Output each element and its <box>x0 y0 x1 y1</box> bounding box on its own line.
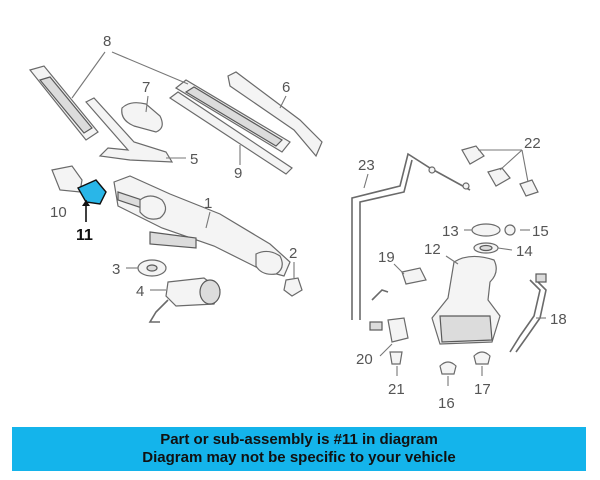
callout-11: 11 <box>76 227 93 244</box>
callout-3: 3 <box>112 261 120 278</box>
wiper-motor <box>148 277 221 323</box>
banner-line-1: Part or sub-assembly is #11 in diagram <box>160 431 438 448</box>
callout-5: 5 <box>190 151 198 168</box>
callout-6: 6 <box>282 79 290 96</box>
wiper-blade-left <box>28 65 99 141</box>
info-banner: Part or sub-assembly is #11 in diagram D… <box>12 427 586 471</box>
callout-20: 20 <box>356 351 373 368</box>
callout-10: 10 <box>50 204 67 221</box>
wiper-blade-right <box>174 79 291 153</box>
part-19-connector <box>401 267 427 285</box>
callout-17: 17 <box>474 381 491 398</box>
reservoir-cap <box>471 223 501 237</box>
callout-8-leaders <box>71 51 189 99</box>
callout-9: 9 <box>234 165 242 182</box>
wiper-blade-lower <box>168 91 293 175</box>
gear-part <box>137 259 167 277</box>
callout-7: 7 <box>142 79 150 96</box>
part-11-highlighted <box>77 179 107 222</box>
callout-22-leaders <box>478 149 529 183</box>
callout-23: 23 <box>358 157 375 174</box>
callout-16: 16 <box>438 395 455 412</box>
callout-15: 15 <box>532 223 549 240</box>
washer-reservoir <box>431 255 501 345</box>
part-16-cap <box>439 361 457 375</box>
wiper-arm <box>227 71 323 158</box>
washer-hose <box>351 152 471 320</box>
callout-22: 22 <box>524 135 541 152</box>
washer-hose-18 <box>509 273 547 353</box>
callout-21: 21 <box>388 381 405 398</box>
seal-ring <box>473 242 499 254</box>
callout-19: 19 <box>378 249 395 266</box>
callout-13: 13 <box>442 223 459 240</box>
callout-8: 8 <box>103 33 111 50</box>
callout-1: 1 <box>204 195 212 212</box>
banner-line-2: Diagram may not be specific to your vehi… <box>142 449 456 466</box>
washer-pump <box>369 289 409 343</box>
wiper-linkage <box>113 175 291 277</box>
callout-14: 14 <box>516 243 533 260</box>
wiper-arm-left <box>85 97 174 163</box>
part-15-grommet <box>504 224 516 236</box>
part-17-cap <box>473 351 491 365</box>
washer-nozzles <box>461 145 539 197</box>
part-21-grommet <box>389 351 403 365</box>
callout-4: 4 <box>136 283 144 300</box>
callout-2: 2 <box>289 245 297 262</box>
callout-12: 12 <box>424 241 441 258</box>
nut-part <box>283 277 303 297</box>
callout-18: 18 <box>550 311 567 328</box>
wiper-cap <box>121 102 163 133</box>
